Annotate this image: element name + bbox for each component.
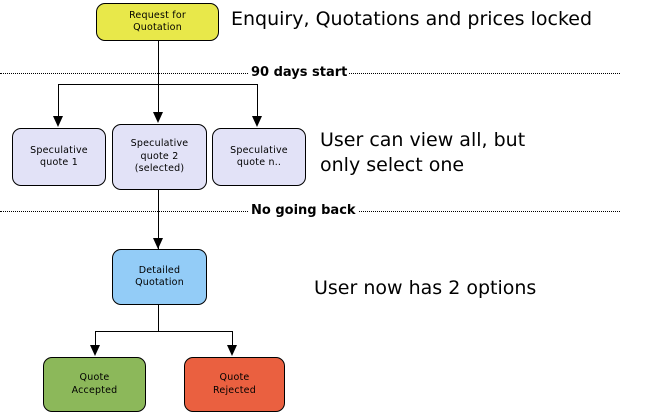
connector-branch-middle: [158, 84, 159, 114]
phase-separator-first-label: 90 days start: [249, 65, 350, 80]
connector-rfq-stem: [158, 41, 159, 84]
node-detailed-quotation[interactable]: Detailed Quotation: [112, 249, 207, 305]
annotation-bottom: User now has 2 options: [314, 277, 537, 299]
connector-outcome-bar: [95, 331, 233, 332]
arrowhead-to-quote-rejected: [227, 345, 237, 356]
connector-detailed-stem: [158, 305, 159, 331]
connector-branch-rejected: [232, 331, 233, 347]
connector-branch-right: [257, 84, 258, 118]
arrowhead-to-detailed-quotation: [153, 238, 163, 249]
node-speculative-quote-n[interactable]: Speculative quote n..: [212, 128, 306, 186]
arrowhead-to-speculative-quote-2: [153, 112, 163, 123]
arrowhead-to-speculative-quote-n: [252, 116, 262, 127]
connector-branch-accepted: [95, 331, 96, 347]
annotation-middle: User can view all, but only select one: [320, 129, 526, 176]
node-request-for-quotation[interactable]: Request for Quotation: [96, 3, 219, 41]
connector-branch-left: [58, 84, 59, 118]
node-speculative-quote-1[interactable]: Speculative quote 1: [12, 128, 106, 186]
node-quote-accepted[interactable]: Quote Accepted: [43, 357, 146, 412]
node-speculative-quote-2[interactable]: Speculative quote 2 (selected): [112, 124, 207, 190]
annotation-top: Enquiry, Quotations and prices locked: [231, 8, 593, 30]
node-quote-rejected[interactable]: Quote Rejected: [184, 357, 285, 412]
connector-selected-to-detailed: [158, 190, 159, 249]
phase-separator-second-label: No going back: [249, 203, 358, 218]
arrowhead-to-quote-accepted: [90, 345, 100, 356]
arrowhead-to-speculative-quote-1: [53, 116, 63, 127]
